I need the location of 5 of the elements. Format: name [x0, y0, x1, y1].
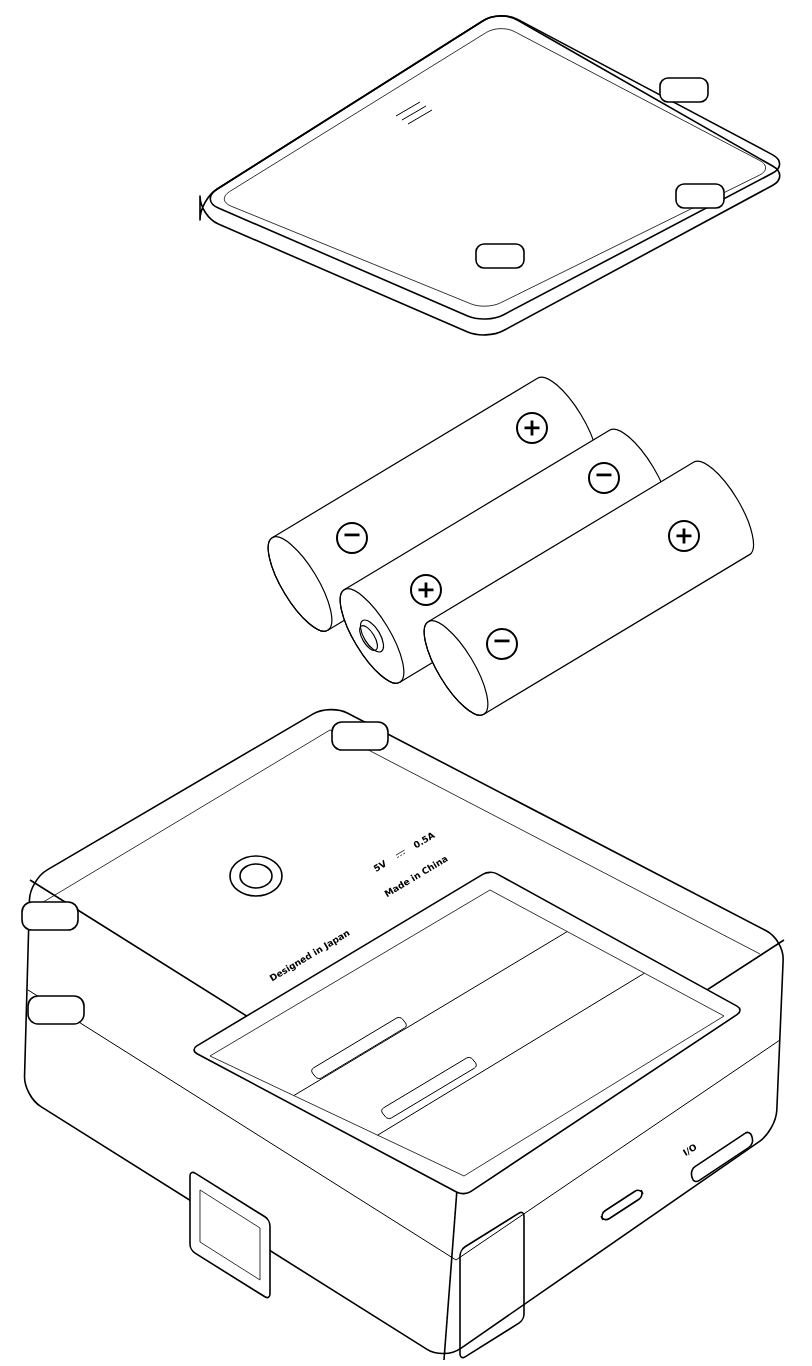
polarity-mark: + — [410, 574, 442, 606]
polarity-mark: + — [668, 520, 700, 552]
polarity-mark: − — [486, 628, 518, 660]
polarity-mark: − — [336, 522, 368, 554]
polarity-mark: + — [516, 412, 548, 444]
